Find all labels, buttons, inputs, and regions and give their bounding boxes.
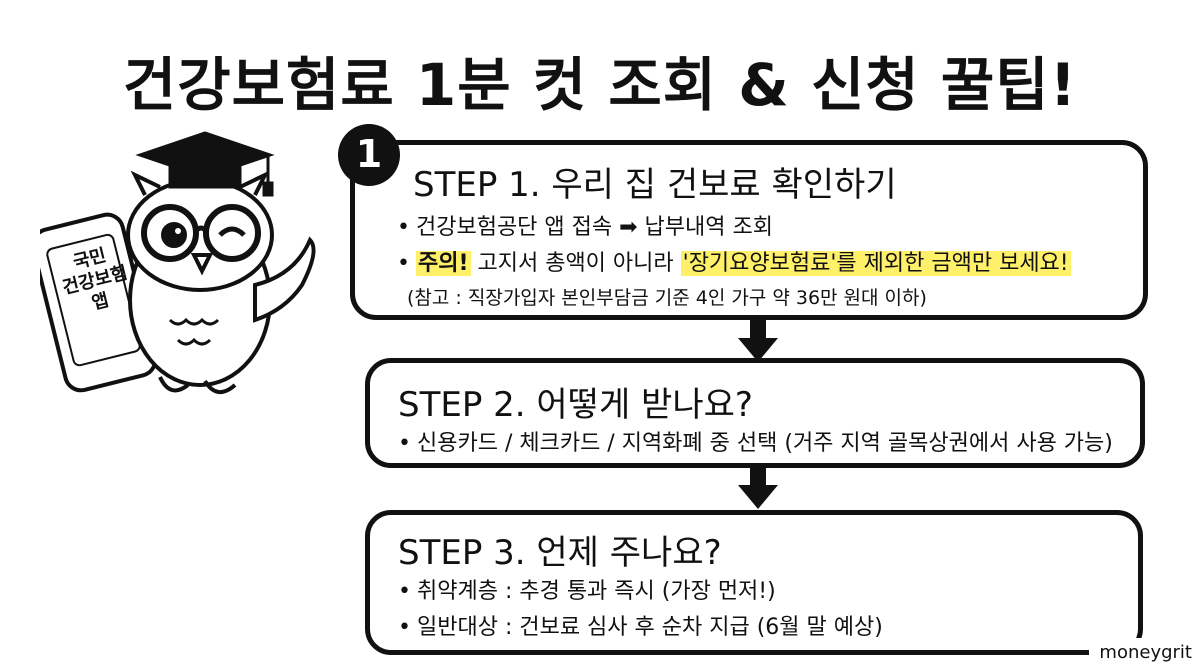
- step-number-badge: 1: [338, 124, 400, 186]
- step3-title: STEP 3. 언제 주나요?: [398, 533, 722, 573]
- step3-bullet-1-text: 취약계층 : 추경 통과 즉시 (가장 먼저!): [416, 579, 776, 604]
- step1-bullet-2: •주의! 고지서 총액이 아니라 '장기요양보험료'를 제외한 금액만 보세요!: [397, 251, 1071, 276]
- step2-bullet-1: •신용카드 / 체크카드 / 지역화폐 중 선택 (거주 지역 골목상권에서 사…: [398, 431, 1113, 456]
- step1-bullet-1-text: 건강보험공단 앱 접속 ➡ 납부내역 조회: [415, 215, 773, 240]
- step1-note: (참고 : 직장가입자 본인부담금 기준 4인 가구 약 36만 원대 이하): [407, 287, 927, 309]
- phone-icon: [40, 212, 158, 393]
- step3-card: STEP 3. 언제 주나요? •취약계층 : 추경 통과 즉시 (가장 먼저!…: [365, 510, 1143, 655]
- step2-title: STEP 2. 어떻게 받나요?: [398, 385, 753, 425]
- step3-bullet-1: •취약계층 : 추경 통과 즉시 (가장 먼저!): [398, 579, 776, 604]
- step3-bullet-2-text: 일반대상 : 건보료 심사 후 순차 지급 (6월 말 예상): [416, 615, 883, 640]
- graduation-cap-icon: [135, 131, 275, 197]
- step1-card: STEP 1. 우리 집 건보료 확인하기 •건강보험공단 앱 접속 ➡ 납부내…: [350, 140, 1148, 320]
- step1-title: STEP 1. 우리 집 건보료 확인하기: [413, 165, 897, 205]
- step1-highlight-text: '장기요양보험료'를 제외한 금액만 보세요!: [680, 251, 1071, 276]
- page-title: 건강보험료 1분 컷 조회 & 신청 꿀팁!: [122, 51, 1078, 119]
- warning-label: 주의!: [415, 251, 471, 276]
- down-arrow-icon: [738, 316, 778, 362]
- step2-bullet-1-text: 신용카드 / 체크카드 / 지역화폐 중 선택 (거주 지역 골목상권에서 사용…: [416, 431, 1113, 456]
- step2-card: STEP 2. 어떻게 받나요? •신용카드 / 체크카드 / 지역화폐 중 선…: [365, 358, 1145, 468]
- down-arrow-icon: [738, 463, 778, 509]
- watermark: moneygrit: [1089, 638, 1200, 669]
- step1-bullet-2-text: 고지서 총액이 아니라: [470, 251, 681, 276]
- owl-mascot-illustration: [40, 131, 316, 394]
- step3-bullet-2: •일반대상 : 건보료 심사 후 순차 지급 (6월 말 예상): [398, 615, 883, 640]
- step1-bullet-1: •건강보험공단 앱 접속 ➡ 납부내역 조회: [397, 215, 773, 240]
